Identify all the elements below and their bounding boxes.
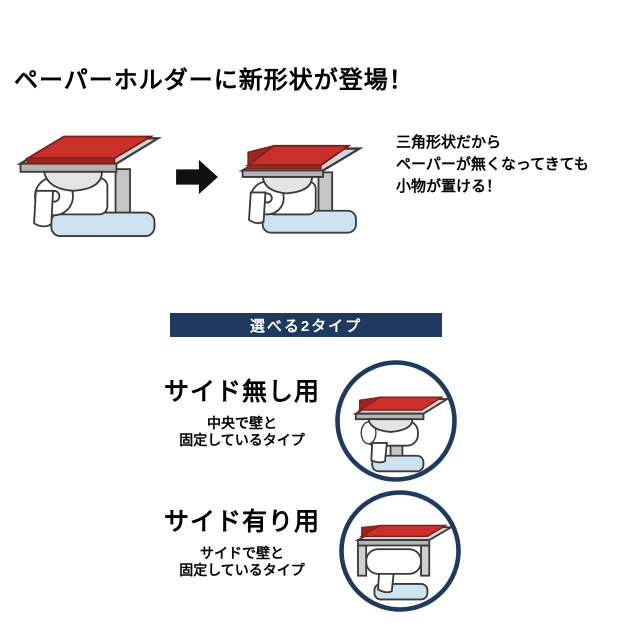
hanging-sheet xyxy=(33,189,55,228)
transform-arrow-icon xyxy=(176,159,218,195)
type-section-no-side: サイド無し用 中央で壁と 固定しているタイプ xyxy=(158,372,326,449)
toilet-tank xyxy=(50,211,156,237)
paper-roll xyxy=(365,548,422,594)
feature-line-1: 三角形状だから xyxy=(396,134,502,151)
feature-text: 三角形状だから ペーパーが無くなってきても 小物が置ける！ xyxy=(396,132,589,198)
type-banner: 選べる2タイプ xyxy=(170,313,442,337)
hanging-sheet xyxy=(248,191,267,225)
red-triangle-top xyxy=(245,144,352,170)
headline: ペーパーホルダーに新形状が登場！ xyxy=(14,67,414,94)
red-triangle-top xyxy=(357,396,445,411)
no-side-holder-circle-illustration xyxy=(335,360,457,482)
roll-cover-flap xyxy=(261,176,313,195)
type-title-with-side: サイド有り用 xyxy=(163,508,320,536)
type-desc-with-side-2: 固定しているタイプ xyxy=(179,562,305,578)
type-desc-no-side-1: 中央で壁と xyxy=(207,415,277,431)
with-side-holder-circle-illustration xyxy=(339,490,461,612)
feature-line-3: 小物が置ける！ xyxy=(396,178,502,195)
red-triangle-top xyxy=(359,524,449,538)
roll-cover-flap xyxy=(42,170,103,192)
type-section-with-side: サイド有り用 サイドで壁と 固定しているタイプ xyxy=(158,502,326,579)
paper-roll xyxy=(33,176,109,228)
red-top xyxy=(24,135,155,165)
type-title-no-side: サイド無し用 xyxy=(163,378,320,406)
hanging-sheet xyxy=(377,572,395,594)
holder-before-illustration xyxy=(16,135,163,237)
feature-line-2: ペーパーが無くなってきても xyxy=(396,156,589,173)
type-desc-with-side-1: サイドで壁と xyxy=(200,545,284,561)
hanging-sheet xyxy=(370,442,388,464)
holder-after-illustration xyxy=(238,144,364,234)
type-desc-no-side-2: 固定しているタイプ xyxy=(179,432,305,448)
roll-cover-flap xyxy=(367,418,414,433)
